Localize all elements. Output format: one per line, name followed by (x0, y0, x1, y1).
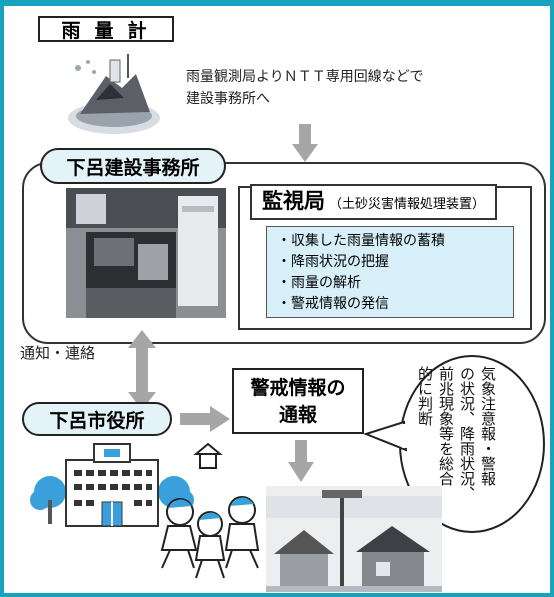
callout-line-2: の状況、降雨状況、 (458, 366, 476, 501)
warning-notice-box: 警戒情報の 通報 (232, 368, 364, 434)
callout-line-4: 的に判断 (416, 366, 434, 426)
task-list: ・収集した雨量情報の蓄積 ・降雨状況の把握 ・雨量の解析 ・警戒情報の発信 (266, 226, 514, 318)
link-label: 通知・連絡 (20, 344, 96, 362)
rain-gauge-description: 雨量観測局よりＮＴＴ専用回線などで 建設事務所へ (186, 66, 526, 110)
monitoring-equipment-photo (66, 188, 226, 318)
fleeing-residents-image (160, 442, 260, 579)
rain-gauge-station-image (68, 54, 160, 134)
task-item: ・雨量の解析 (277, 275, 361, 291)
callout-text: 気象注意報・警報 の状況、降雨状況、 前兆現象等を総合 的に判断 (416, 366, 497, 526)
monitoring-subtitle: （土砂災害情報処理装置） (329, 197, 486, 212)
callout-line-1: 気象注意報・警報 (479, 366, 497, 486)
monitoring-title: 監視局 （土砂災害情報処理装置） (250, 184, 498, 220)
task-item: ・降雨状況の把握 (277, 254, 389, 270)
rain-gauge-title: 雨量計 (38, 16, 174, 42)
task-item: ・収集した雨量情報の蓄積 (277, 233, 445, 249)
description-line-1: 雨量観測局よりＮＴＴ専用回線などで (186, 69, 424, 85)
double-arrow-icon (128, 330, 156, 410)
callout-line-3: 前兆現象等を総合 (437, 366, 455, 486)
warning-line-1: 警戒情報の (250, 377, 346, 399)
description-line-2: 建設事務所へ (186, 91, 270, 107)
warning-line-2: 通報 (278, 404, 317, 426)
arrow-right-icon (180, 406, 230, 432)
city-hall-title: 下呂市役所 (22, 402, 172, 436)
arrow-down-icon (292, 124, 318, 162)
office-title: 下呂建設事務所 (40, 148, 226, 184)
monitoring-title-main: 監視局 (262, 189, 325, 213)
task-item: ・警戒情報の発信 (277, 296, 389, 312)
town-siren-photo (266, 486, 442, 592)
arrow-down-icon (288, 440, 314, 482)
city-hall-building-image (30, 443, 194, 527)
